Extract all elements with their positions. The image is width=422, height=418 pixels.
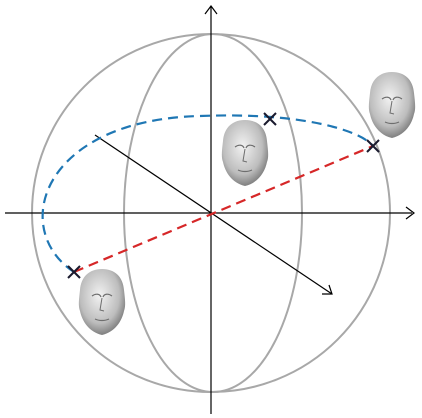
cross-icon [263,112,277,126]
face-mesh-icon [221,120,269,186]
x-axis [5,206,415,220]
face-mesh-end [368,72,416,138]
arrowhead-icon [204,5,218,15]
cross-icon [366,139,380,153]
cross-icon [67,265,81,279]
end-point-marker [366,139,380,153]
face-mesh-middle [221,120,269,186]
y-axis [204,5,218,414]
face-mesh-start [78,269,126,335]
start-point-marker [67,265,81,279]
arrowhead-icon [322,284,333,295]
depth-axis [94,134,333,295]
face-mesh-icon [368,72,416,138]
straight-line-chord [73,144,374,274]
face-mesh-icon [78,269,126,335]
arrowhead-icon [405,206,415,220]
middle-point-marker [263,112,277,126]
geodesic-curve [41,114,374,273]
